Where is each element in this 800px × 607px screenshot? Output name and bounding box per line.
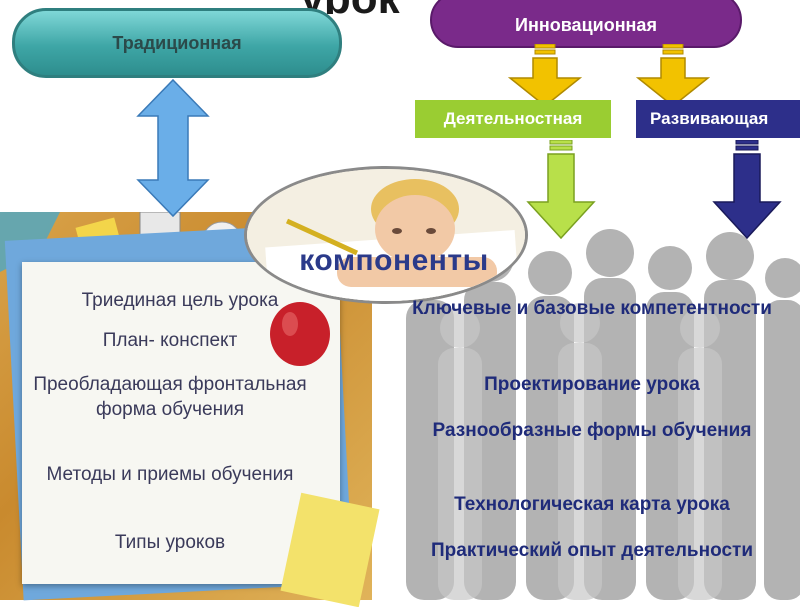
left-item-frontal-form: Преобладающая фронтальная форма обучения	[33, 374, 307, 420]
down-arrow-icon	[507, 44, 583, 107]
down-arrow-icon	[635, 44, 711, 107]
traditional-box: Традиционная	[12, 8, 342, 78]
left-item-goal: Триединая цель урока	[81, 290, 279, 311]
activity-label: Деятельностная	[443, 109, 583, 128]
right-item-practice: Практический опыт деятельности	[431, 540, 753, 561]
down-arrow-icon	[712, 140, 782, 240]
right-item-forms: Разнообразные формы обучения	[432, 420, 752, 441]
components-label: компоненты	[299, 244, 489, 277]
double-vertical-arrow-icon	[136, 78, 210, 218]
traditional-label: Традиционная	[112, 32, 242, 53]
left-item-lesson-types: Типы уроков	[114, 532, 226, 553]
slide-title-partial: урок	[300, 0, 440, 14]
right-item-competences: Ключевые и базовые компетентности	[412, 298, 772, 319]
apple-icon	[270, 302, 330, 366]
right-item-tech-map: Технологическая карта урока	[454, 494, 730, 515]
developing-box: Развивающая	[636, 100, 800, 138]
left-item-methods: Методы и приемы обучения	[46, 464, 294, 485]
right-item-lesson-design: Проектирование урока	[484, 374, 700, 395]
left-item-plan: План- конспект	[102, 330, 238, 351]
developing-label: Развивающая	[650, 109, 769, 128]
innovative-label: Инновационная	[515, 14, 657, 35]
innovative-box: Инновационная	[430, 0, 742, 48]
activity-box: Деятельностная	[415, 100, 611, 138]
child-drawing-photo	[244, 166, 528, 304]
down-arrow-icon	[526, 140, 596, 240]
